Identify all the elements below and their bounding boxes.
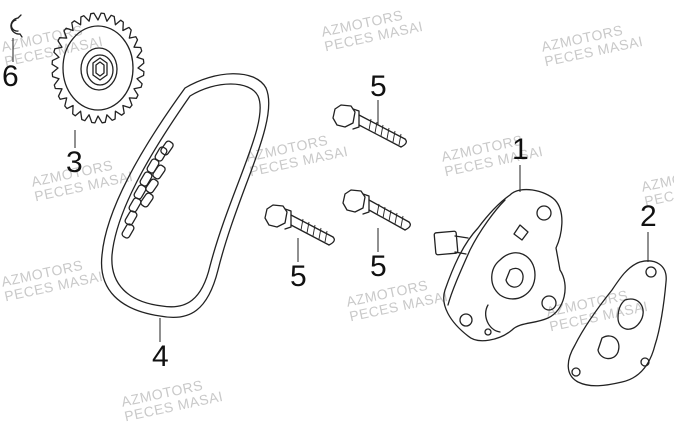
callout-6: 6 xyxy=(2,60,19,93)
callout-1: 1 xyxy=(512,133,529,166)
driven-sprocket xyxy=(51,12,145,124)
exploded-view xyxy=(10,12,667,387)
leader-lines xyxy=(12,38,649,342)
callout-5: 5 xyxy=(370,250,387,283)
flange-bolt xyxy=(332,104,407,148)
circlip xyxy=(10,14,23,38)
callout-4: 4 xyxy=(152,340,169,373)
callout-5: 5 xyxy=(290,260,307,293)
flange-bolt xyxy=(342,189,411,231)
callout-5: 5 xyxy=(370,70,387,103)
drive-chain xyxy=(100,73,270,319)
oil-pump xyxy=(433,188,566,342)
flange-bolt xyxy=(264,204,335,246)
callout-3: 3 xyxy=(66,146,83,179)
callout-2: 2 xyxy=(640,200,657,233)
oil-pump-cover xyxy=(567,260,667,387)
